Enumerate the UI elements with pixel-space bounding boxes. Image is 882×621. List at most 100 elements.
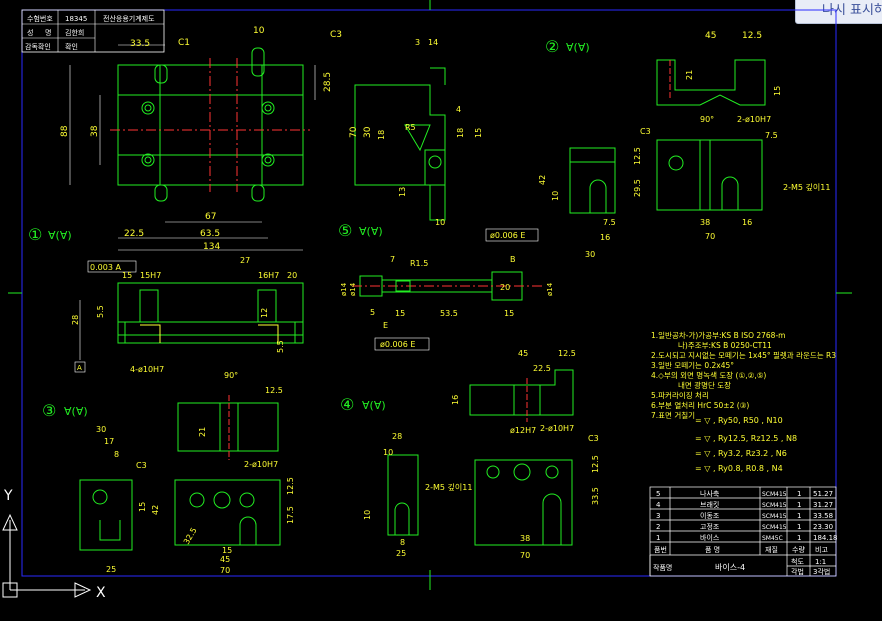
pt-r2-mat: SCM415 [762, 502, 787, 509]
view3-label: ③ [42, 401, 56, 420]
v2-dim-29-5: 29.5 [633, 179, 642, 197]
v5-tol-top: ø0.006 E [490, 231, 525, 240]
v3-dim-70: 70 [220, 566, 230, 575]
pt-r5-qty: 1 [797, 534, 801, 542]
v1-dim-134: 134 [203, 242, 220, 252]
pt-f-proj-label: 각법 [791, 567, 804, 576]
view4-roughness-icon: ∀(∀) [362, 399, 386, 412]
tb-exam-no: 18345 [65, 15, 87, 23]
v4-dim-25: 25 [396, 549, 406, 558]
pt-r1-note: 51.27 [813, 490, 833, 498]
v1-dim-67: 67 [205, 212, 216, 222]
v2-dim-30: 30 [585, 250, 595, 259]
v3-dim-holes: 2-ø10H7 [244, 460, 278, 469]
redisplay-button[interactable]: 나시 표시하 [795, 0, 882, 24]
v2-dim-90: 90° [700, 115, 714, 124]
view5-roughness-icon: ∀(∀) [359, 225, 383, 238]
sv-dim-14: 14 [428, 38, 438, 47]
pt-f-scale: 1:1 [815, 558, 826, 566]
v3-dim-15a: 15 [138, 502, 147, 512]
v5-dim-53-5: 53.5 [440, 309, 458, 318]
v2-dim-holes: 2-ø10H7 [737, 115, 771, 124]
tb-course: 전산응용기계제도 [103, 14, 155, 23]
v3-dim-17-5: 17.5 [286, 506, 295, 524]
v3-dim-90: 90° [224, 371, 238, 380]
note-4b: 내면 광명단 도장 [678, 380, 731, 390]
pt-r4-no: 2 [656, 523, 660, 531]
surface-row-3: = ▽ , Ry3.2, Rz3.2 , N6 [695, 449, 787, 458]
v4-dim-12-5a: 12.5 [558, 349, 576, 358]
v4-dim-45: 45 [518, 349, 528, 358]
v4-dim-70: 70 [520, 551, 530, 560]
note-1b: 나)주조부:KS B 0250-CT11 [678, 341, 772, 350]
pt-h-name: 품 명 [705, 545, 720, 554]
pt-r2-qty: 1 [797, 501, 801, 509]
view3-roughness-icon: ∀(∀) [64, 405, 88, 418]
pt-r4-name: 고정조 [700, 522, 720, 531]
v1-dim-88: 88 [60, 125, 70, 137]
sv-dim-70: 70 [349, 126, 359, 138]
v4-dim-33-5: 33.5 [591, 487, 600, 505]
note-2: 2.도시되고 지시없는 모떼기는 1x45° 필렛과 라운드는 R3 [651, 350, 836, 360]
v1-dim-c3: C3 [330, 30, 342, 40]
pt-h-qty: 수량 [792, 546, 805, 554]
sv-dim-13: 13 [398, 187, 407, 197]
view2-side [569, 147, 616, 214]
v1s-dim-15: 15 [122, 271, 132, 280]
view4-side [387, 454, 419, 536]
tb-name-label-1: 성 [27, 28, 33, 37]
ucs-x-label: X [96, 585, 106, 601]
pt-r2-no: 4 [656, 501, 661, 509]
sv-dim-30: 30 [363, 126, 373, 138]
v1s-dim-28: 28 [71, 315, 80, 325]
v2-dim-21: 21 [685, 70, 694, 80]
v3-dim-42: 42 [151, 505, 160, 515]
v5-dim-b: B [510, 255, 516, 264]
sv-dim-10: 10 [435, 218, 445, 227]
pt-f-name: 바이스-4 [715, 562, 745, 572]
tb-exam-no-label: 수험번호 [27, 14, 53, 23]
pt-r4-mat: SCM415 [762, 524, 787, 531]
ucs-y-label: Y [3, 488, 13, 504]
pt-f-proj: 3각법 [813, 567, 830, 576]
v5-dim-5: 5 [370, 308, 375, 317]
view1-section [117, 282, 304, 344]
v2-dim-12-5b: 12.5 [633, 147, 642, 165]
v4-dim-8: 8 [400, 538, 405, 547]
v5-dim-7: 7 [390, 255, 395, 264]
v1-dim-22-5: 22.5 [124, 229, 144, 239]
pt-r2-name: 브래킷 [700, 500, 719, 509]
v3-dim-c3: C3 [136, 461, 147, 470]
v1s-dim-5-5b: 5.5 [276, 340, 285, 353]
v5-dim-20: 20 [500, 283, 510, 292]
v1s-datum-a: A [77, 364, 82, 372]
v3-dim-32-5: 32.5 [182, 526, 199, 546]
v5-dim-15a: 15 [395, 309, 405, 318]
view1-plan [110, 47, 310, 202]
sv-dim-r5: R5 [405, 123, 416, 132]
v3-dim-8: 8 [114, 450, 119, 459]
view4-top [469, 369, 574, 422]
note-1: 1.일반공차-가)가공부:KS B ISO 2768-m [651, 331, 785, 340]
v5-datum-e: E [383, 321, 388, 330]
note-3: 3.일반 모떼기는 0.2x45° [651, 360, 734, 370]
v1s-dim-27: 27 [240, 256, 250, 265]
view1-label: ① [28, 225, 42, 244]
v2-dim-15: 15 [773, 86, 782, 96]
v4-dim-10: 10 [383, 448, 393, 457]
v1s-dim-5-5a: 5.5 [96, 305, 105, 318]
v1-dim-33-5: 33.5 [130, 39, 150, 49]
note-7: 7.표면 거칠기 [651, 410, 695, 420]
v4-dim-m5: 2-M5 깊이11 [425, 482, 472, 492]
pt-r4-qty: 1 [797, 523, 801, 531]
v4-dim-12-5b: 12.5 [591, 455, 600, 473]
v5-tol-bottom: ø0.006 E [380, 340, 415, 349]
v3-dim-12-5b: 12.5 [286, 477, 295, 495]
v5-dim-r1-5: R1.5 [410, 259, 428, 268]
pt-r1-qty: 1 [797, 490, 801, 498]
v1s-dim-12: 12 [260, 308, 269, 318]
pt-r3-name: 이동조 [700, 511, 720, 520]
surface-row-1: = ▽ , Ry50, R50 , N10 [695, 416, 783, 425]
pt-r5-mat: SM45C [762, 535, 783, 542]
